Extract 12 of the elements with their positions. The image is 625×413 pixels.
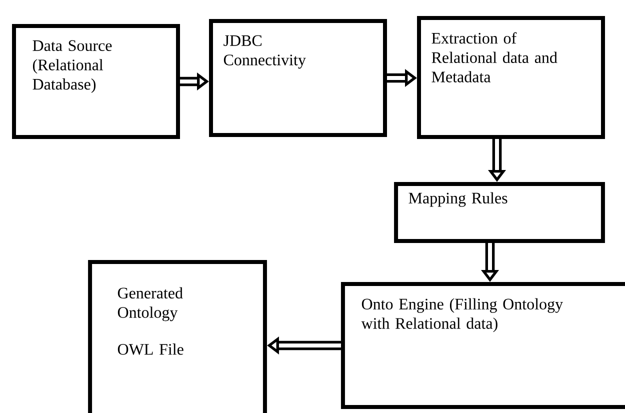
box-text: Mapping Rules [408, 192, 508, 207]
process-box [209, 19, 387, 137]
box-text: Data Source (Relational Database) [32, 40, 112, 93]
process-box [12, 24, 180, 139]
process-box [340, 282, 625, 409]
box-text: Onto Engine (Filling Ontology with Relational data) [361, 298, 563, 332]
box-text: Generated Ontology OWL File [118, 287, 184, 355]
box-text: Extraction of Relational data and Metadata [432, 32, 558, 82]
process-box [417, 16, 605, 139]
process-box [88, 260, 267, 413]
box-text: JDBC Connectivity [224, 35, 306, 69]
process-box [394, 182, 605, 244]
